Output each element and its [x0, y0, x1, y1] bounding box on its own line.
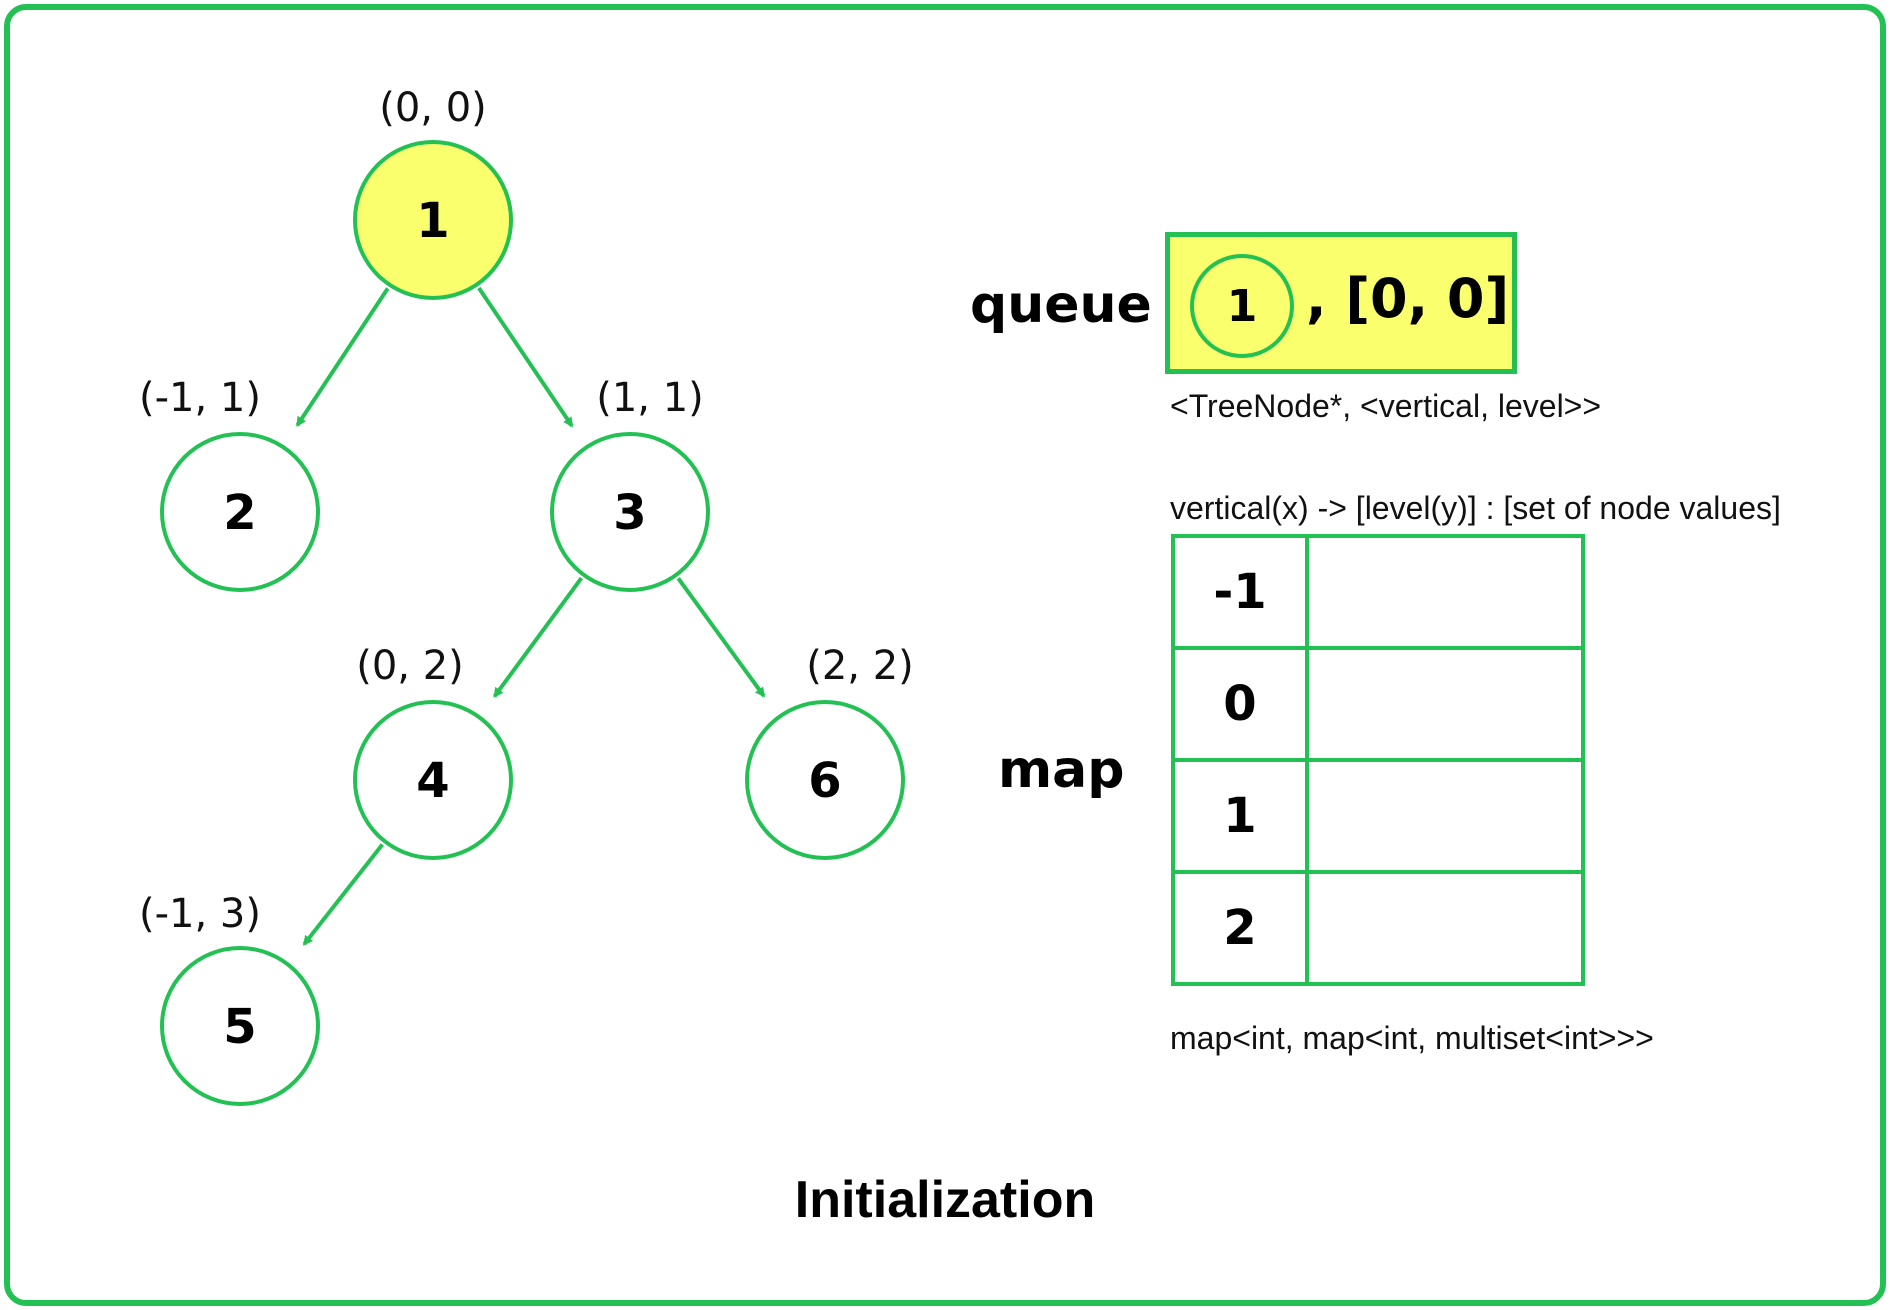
tree-node-value: 5: [223, 999, 256, 1055]
queue-node-circle: 1: [1190, 254, 1294, 358]
tree-node-circle: [550, 432, 710, 592]
tree-node-value: 2: [223, 485, 256, 541]
tree-node-1: 1: [353, 140, 513, 300]
node-coordinate-label: (-1, 3): [139, 891, 261, 937]
map-type-note: map<int, map<int, multiset<int>>>: [1170, 1020, 1654, 1056]
map-value: [1305, 646, 1585, 762]
map-key: 0: [1171, 646, 1309, 762]
edge-n3-n4: [492, 576, 584, 698]
tree-node-4: 4: [353, 700, 513, 860]
map-key: 1: [1171, 758, 1309, 874]
tree-node-value: 1: [416, 193, 449, 249]
node-coordinate-label: (2, 2): [806, 643, 914, 689]
tree-node-circle: [745, 700, 905, 860]
map-key: 2: [1171, 870, 1309, 986]
node-coordinate-label: (0, 2): [356, 643, 464, 689]
node-coordinate-label: (-1, 1): [139, 375, 261, 421]
queue-entry: 1 , [0, 0]: [1165, 232, 1517, 374]
queue-label: queue: [970, 275, 1152, 335]
node-coordinate-label: (1, 1): [596, 375, 704, 421]
tree-node-circle: [353, 140, 513, 300]
map-row: -1: [1171, 534, 1585, 650]
map-value: [1305, 870, 1585, 986]
map-header-note: vertical(x) -> [level(y)] : [set of node…: [1170, 490, 1781, 526]
tree-node-value: 4: [416, 753, 449, 809]
tree-node-5: 5: [160, 946, 320, 1106]
map-value: [1305, 758, 1585, 874]
tree-node-3: 3: [550, 432, 710, 592]
map-row: 2: [1171, 870, 1585, 986]
edge-n1-n3: [477, 286, 574, 428]
tree-node-2: 2: [160, 432, 320, 592]
node-coordinate-label: (0, 0): [379, 85, 487, 131]
tree-node-circle: [353, 700, 513, 860]
tree-node-value: 6: [808, 753, 841, 809]
map-key: -1: [1171, 534, 1309, 650]
queue-type-note: <TreeNode*, <vertical, level>>: [1170, 388, 1602, 424]
map-value: [1305, 534, 1585, 650]
queue-entry-coordinates: , [0, 0]: [1306, 267, 1510, 330]
tree-node-value: 3: [613, 485, 646, 541]
map-row: 1: [1171, 758, 1585, 874]
edge-n3-n6: [676, 577, 766, 698]
map-row: 0: [1171, 646, 1585, 762]
diagram-caption: Initialization: [794, 1171, 1096, 1229]
tree-node-circle: [160, 432, 320, 592]
tree-node-circle: [160, 946, 320, 1106]
map-label: map: [998, 740, 1125, 800]
edge-n1-n2: [295, 287, 390, 427]
tree-node-6: 6: [745, 700, 905, 860]
edge-n4-n5: [302, 843, 384, 946]
